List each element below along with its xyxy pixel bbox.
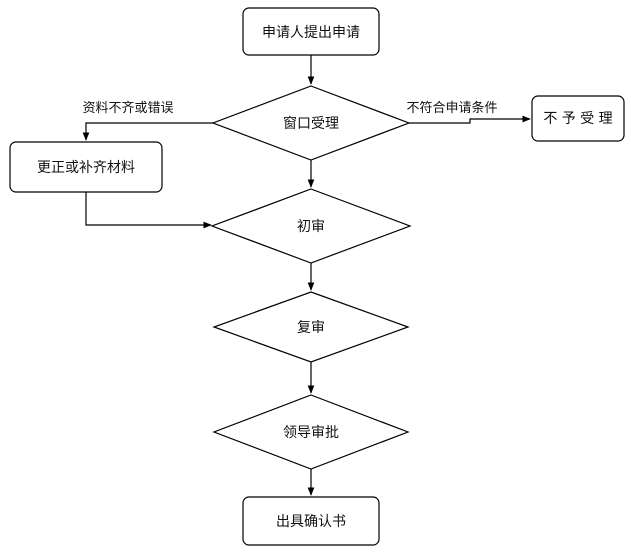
node-correct: 更正或补齐材料 (9, 141, 163, 193)
node-first-review-label: 初审 (297, 218, 325, 235)
node-correct-label: 更正或补齐材料 (37, 160, 135, 176)
node-second-review-label: 复审 (297, 319, 325, 336)
node-apply-label: 申请人提出申请 (262, 25, 360, 41)
edge-not-eligible-label: 不符合申请条件 (406, 100, 497, 116)
edge-accept-correct (82, 122, 213, 141)
node-accept: 窗口受理 (211, 85, 411, 161)
node-second-review: 复审 (212, 291, 410, 363)
node-reject-label: 不 予 受 理 (543, 111, 612, 127)
node-accept-label: 窗口受理 (283, 115, 339, 132)
edge-accept-reject (409, 115, 531, 124)
node-apply: 申请人提出申请 (242, 7, 380, 56)
node-approve-label: 领导审批 (283, 425, 339, 441)
node-reject: 不 予 受 理 (531, 95, 625, 142)
edge-incomplete-label: 资料不齐或错误 (82, 100, 173, 116)
node-approve: 领导审批 (212, 394, 410, 470)
node-first-review: 初审 (210, 188, 412, 264)
node-issue: 出具确认书 (242, 496, 380, 546)
edge-correct-first (85, 192, 212, 229)
node-issue-label: 出具确认书 (276, 514, 346, 530)
